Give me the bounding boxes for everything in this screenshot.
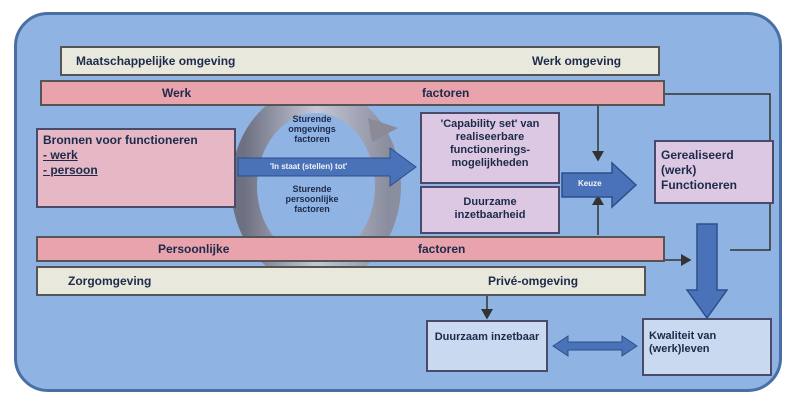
duurzame-box: Duurzame inzetbaarheid (420, 186, 560, 234)
duurzaam-inzetbaar-box: Duurzaam inzetbaar (426, 320, 548, 372)
maatschappelijke-omgeving-label: Maatschappelijke omgeving (76, 54, 236, 68)
cycle-top-label: Sturende omgevings factoren (288, 114, 336, 144)
keuze-arrow (561, 161, 638, 209)
gerealiseerd-box: Gerealiseerd (werk) Functioneren (654, 140, 774, 204)
werk-omgeving-label: Werk omgeving (532, 54, 622, 68)
capability-box: 'Capability set' van realiseerbare funct… (420, 112, 560, 184)
persoonlijke-factoren-bar: Persoonlijke factoren (36, 236, 665, 262)
cycle-bottom-label: Sturende persoonlijke factoren (285, 184, 339, 214)
down-arrow-kwaliteit (685, 223, 729, 320)
bronnen-item-werk: - werk (43, 148, 78, 162)
bronnen-item-persoon: - persoon (43, 163, 98, 177)
persoonlijke-label: Persoonlijke (158, 242, 230, 256)
kwaliteit-box: Kwaliteit van (werk)leven (642, 318, 772, 376)
factoren-top-label: factoren (422, 86, 470, 100)
in-staat-arrow (237, 147, 417, 187)
keuze-label: Keuze (578, 179, 602, 188)
werk-label: Werk (162, 86, 192, 100)
cycle-arrow-label: 'In staat (stellen) tot' (270, 162, 348, 171)
duurzame-label: Duurzame inzetbaarheid (454, 196, 526, 221)
werk-factoren-bar: Werk factoren (40, 80, 665, 106)
gerealiseerd-label: Gerealiseerd (werk) Functioneren (661, 148, 738, 192)
bronnen-title: Bronnen voor functioneren (43, 133, 198, 147)
bronnen-box: Bronnen voor functioneren - werk - perso… (36, 128, 236, 208)
double-arrow (552, 335, 638, 357)
factoren-bottom-label: factoren (418, 242, 466, 256)
prive-omgeving-label: Privé-omgeving (488, 274, 579, 288)
maatschappelijke-omgeving-bar: Maatschappelijke omgeving Werk omgeving (60, 46, 660, 76)
kwaliteit-label: Kwaliteit van (werk)leven (649, 330, 717, 355)
capability-label: 'Capability set' van realiseerbare funct… (440, 118, 540, 169)
zorgomgeving-bar: Zorgomgeving Privé-omgeving (36, 266, 646, 296)
cycle-arrowhead-icon (368, 118, 398, 142)
duurzaam-inzetbaar-label: Duurzaam inzetbaar (434, 331, 540, 343)
zorgomgeving-label: Zorgomgeving (68, 274, 152, 288)
